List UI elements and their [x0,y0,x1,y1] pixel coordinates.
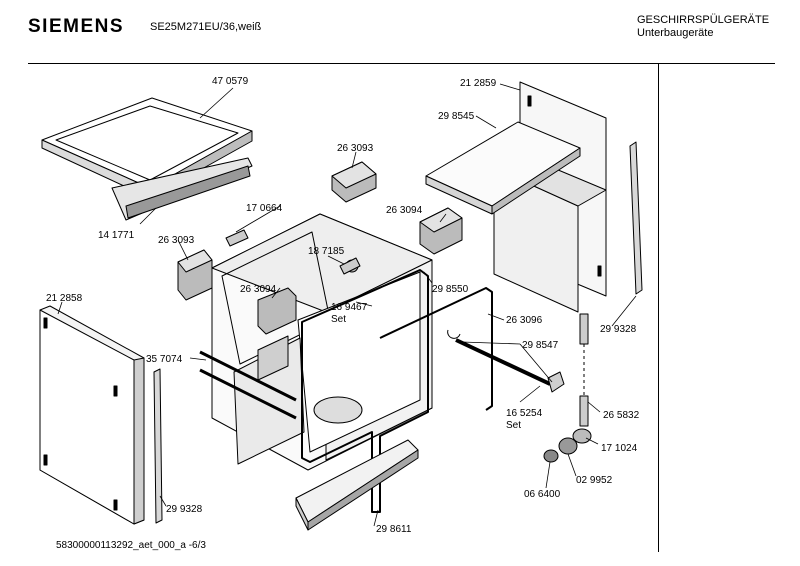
label-29-9328-right: 29 9328 [600,324,637,335]
label-02-9952: 02 9952 [576,475,613,486]
label-29-8547: 29 8547 [522,340,559,351]
part-rails-35-7074 [199,350,297,420]
label-21-2858: 21 2858 [46,293,83,304]
label-47-0579: 47 0579 [212,76,249,87]
label-26-3096: 26 3096 [506,315,543,326]
document-code: 58300000113292_aet_000_a -6/3 [56,540,206,551]
category-subtitle: Unterbaugeräte [637,27,714,39]
label-14-1771: 14 1771 [98,230,135,241]
part-bracket-26-3094-right [419,207,463,255]
label-26-3093-top: 26 3093 [337,143,374,154]
part-tub-body [211,213,433,471]
label-29-8550: 29 8550 [432,284,469,295]
label-29-9328-left: 29 9328 [166,504,203,515]
part-bracket-26-3093-left [177,249,213,301]
label-29-8611: 29 8611 [376,524,412,535]
category-title: GESCHIRRSPÜLGERÄTE [637,14,770,26]
part-fitting-17-1024 [572,428,592,444]
part-bracket-26-3093-top [331,161,377,203]
part-hose-26-5832 [579,313,589,427]
label-21-2859: 21 2859 [460,78,497,89]
label-06-6400: 06 6400 [524,489,561,500]
brand-logo: SIEMENS [28,16,125,37]
label-26-5832: 26 5832 [603,410,640,421]
leader-lines [57,83,637,527]
label-29-8545: 29 8545 [438,111,475,122]
part-trim-strip-left [153,368,163,524]
part-trim-strip-right [629,141,643,295]
diagram-side-divider [658,64,659,552]
label-17-0664: 17 0664 [246,203,283,214]
part-bracket-26-3094-left [257,287,297,335]
model-number: SE25M271EU/36,weiß [150,21,262,33]
label-16-9467: 16 9467 [331,302,368,313]
label-18-7185: 18 7185 [308,246,345,257]
label-16-5254: 16 5254 [506,408,543,419]
part-top-plate [425,121,581,215]
label-17-1024: 17 1024 [601,443,638,454]
part-spray-arm [447,329,565,393]
part-side-panel-left [39,305,145,525]
label-26-3094-left: 26 3094 [240,284,277,295]
part-ring-02-9952 [558,437,578,455]
header-divider [28,63,775,64]
label-35-7074: 35 7074 [146,354,183,365]
part-worktop-lid [41,97,253,221]
part-kick-plate [295,439,419,531]
label-16-5254-set: Set [506,420,521,431]
part-gasket-29-8550 [379,287,493,411]
part-clip-17-0664 [225,229,249,247]
label-26-3093-left: 26 3093 [158,235,195,246]
label-26-3094-right: 26 3094 [386,205,423,216]
part-ring-06-6400 [543,449,559,463]
part-clip-18-7185 [339,257,361,275]
label-16-9467-set: Set [331,314,346,325]
